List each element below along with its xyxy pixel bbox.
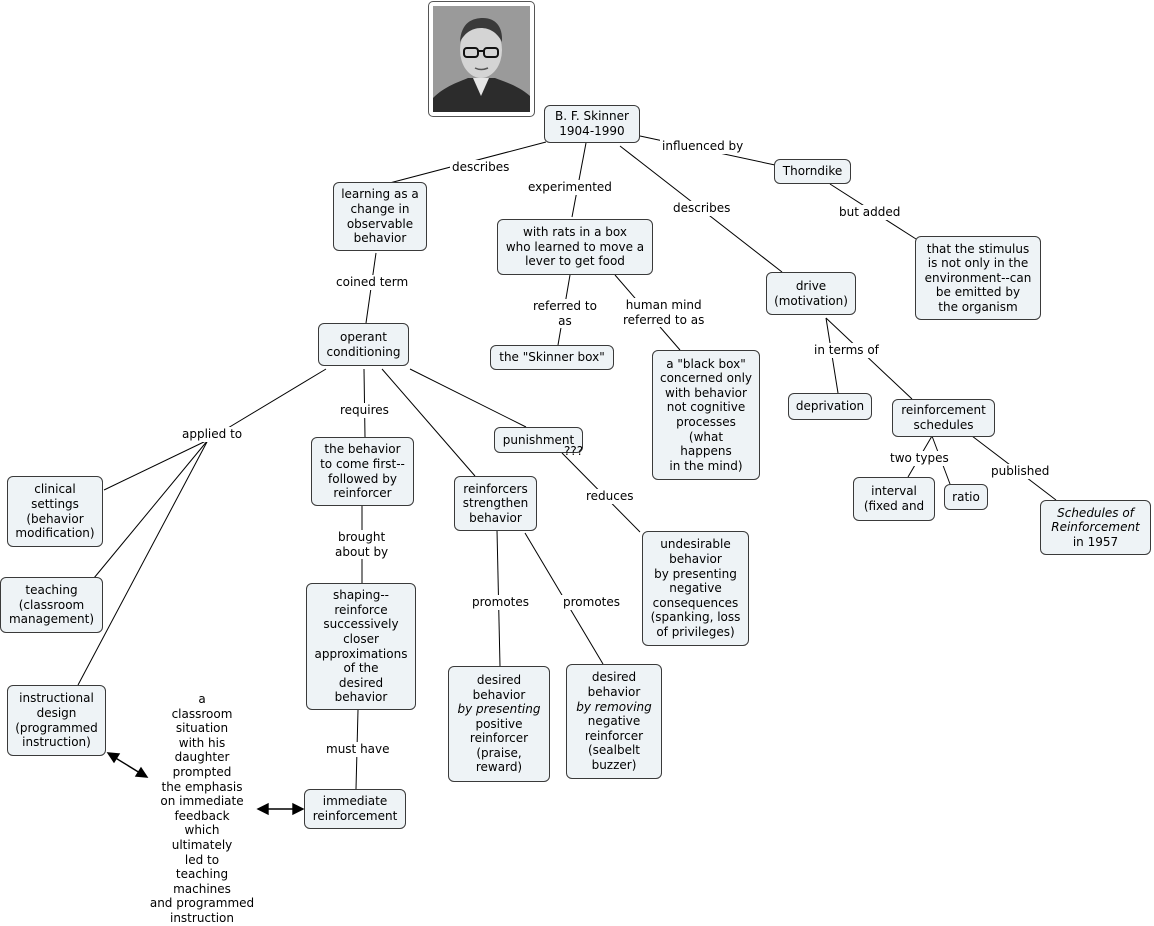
book-title: Schedules of Reinforcement (1051, 505, 1140, 535)
label-influenced-by: influenced by (660, 139, 746, 154)
node-operant-conditioning[interactable]: operant conditioning (318, 323, 409, 366)
node-thorndike[interactable]: Thorndike (774, 159, 851, 184)
label-human-mind: human mind referred to as (621, 298, 707, 328)
node-punishment[interactable]: punishment (494, 427, 583, 453)
node-teaching[interactable]: teaching (classroom management) (0, 577, 103, 633)
label-promotes-2: promotes (561, 595, 622, 610)
label-published: published (989, 464, 1052, 479)
annotation-classroom-situation: a classroom situation with his daughter … (149, 692, 255, 925)
desired-negative-text-b: negative reinforcer (sealbelt buzzer) (584, 714, 644, 772)
node-ratio[interactable]: ratio (944, 484, 988, 510)
label-but-added: but added (837, 205, 903, 220)
skinner-portrait (428, 1, 535, 117)
label-describes-2: describes (671, 201, 733, 216)
node-clinical-settings[interactable]: clinical settings (behavior modification… (7, 476, 103, 547)
label-reduces: reduces (584, 489, 636, 504)
label-brought-about-by: brought about by (333, 530, 391, 560)
desired-negative-emphasis: by removing (576, 699, 652, 714)
desired-negative-text-a: desired behavior (587, 670, 641, 700)
node-skinner[interactable]: B. F. Skinner 1904-1990 (544, 105, 640, 143)
label-coined-term: coined term (334, 275, 411, 290)
node-deprivation[interactable]: deprivation (788, 393, 872, 420)
node-rats-box[interactable]: with rats in a box who learned to move a… (497, 219, 653, 275)
desired-positive-emphasis: by presenting (457, 702, 541, 717)
node-learning[interactable]: learning as a change in observable behav… (333, 182, 427, 251)
node-drive[interactable]: drive (motivation) (766, 272, 856, 315)
node-shaping[interactable]: shaping-- reinforce successively closer … (306, 583, 416, 710)
label-two-types: two types (888, 451, 951, 466)
node-skinner-box[interactable]: the "Skinner box" (490, 345, 614, 370)
node-immediate-reinforcement[interactable]: immediate reinforcement (304, 789, 406, 829)
node-interval[interactable]: interval (fixed and (853, 477, 935, 521)
label-question: ??? (564, 444, 584, 458)
node-black-box[interactable]: a "black box" concerned only with behavi… (652, 350, 760, 480)
book-year: in 1957 (1072, 534, 1119, 549)
label-promotes-1: promotes (470, 595, 531, 610)
label-in-terms-of: in terms of (812, 343, 881, 358)
label-experimented: experimented (526, 180, 614, 195)
node-behavior-first[interactable]: the behavior to come first-- followed by… (311, 437, 414, 506)
node-reinforcement-schedules[interactable]: reinforcement schedules (892, 399, 995, 437)
node-instructional-design[interactable]: instructional design (programmed instruc… (7, 685, 106, 756)
node-stimulus[interactable]: that the stimulus is not only in the env… (915, 236, 1041, 320)
label-referred-to-as: referred to as (531, 299, 599, 329)
desired-positive-text-a: desired behavior (472, 672, 526, 702)
label-describes-1: describes (450, 160, 512, 175)
node-undesirable-behavior[interactable]: undesirable behavior by presenting negat… (642, 531, 749, 646)
node-reinforcers[interactable]: reinforcers strengthen behavior (454, 476, 537, 531)
label-requires: requires (338, 403, 391, 418)
portrait-photo-icon (433, 6, 530, 112)
label-must-have: must have (324, 742, 392, 757)
label-applied-to: applied to (180, 427, 245, 442)
desired-positive-text-b: positive reinforcer (praise, reward) (469, 716, 529, 775)
